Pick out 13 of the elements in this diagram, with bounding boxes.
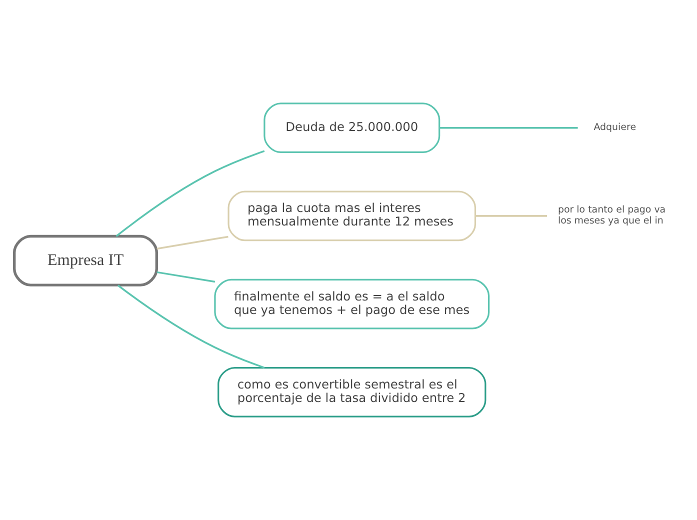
node-box: finalmente el saldo es = a el saldo que ya tenemos + el pago de ese mes bbox=[214, 278, 490, 330]
connector bbox=[156, 271, 216, 283]
node-text: por lo tanto el pago va los meses ya que el in bbox=[558, 204, 666, 227]
node-text: Adquiere bbox=[594, 122, 636, 133]
connector bbox=[156, 236, 228, 250]
node-box: como es convertible semestral es el porcentaje de la tasa dividido entre 2 bbox=[218, 366, 486, 418]
node-box: Empresa IT bbox=[12, 234, 158, 286]
node-box: paga la cuota mas el interes mensualmente durante 12 meses bbox=[228, 190, 476, 242]
connector bbox=[475, 215, 548, 217]
node-box: Deuda de 25.000.000 bbox=[264, 102, 440, 154]
connector bbox=[440, 126, 578, 129]
connector bbox=[117, 284, 265, 369]
connector bbox=[116, 150, 265, 237]
